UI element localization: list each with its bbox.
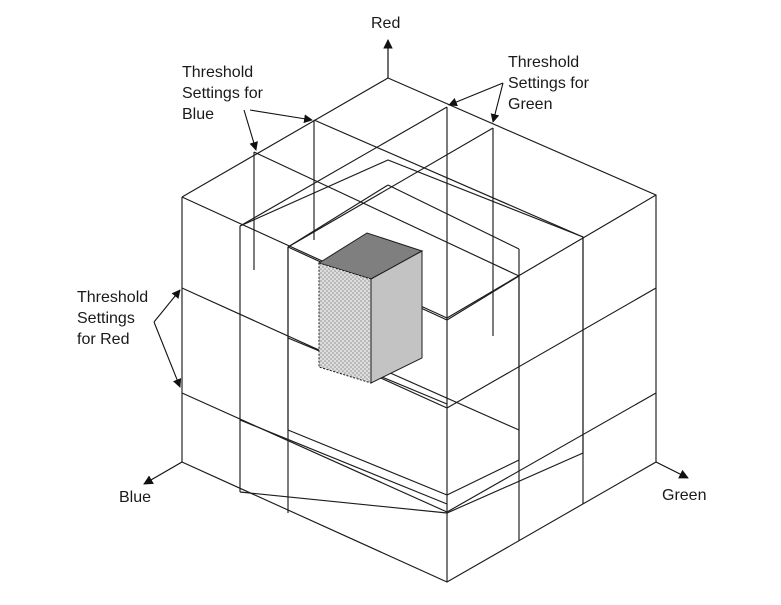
red-threshold-pointer-1 [153, 289, 181, 323]
blue-threshold-pointer-2 [249, 109, 313, 124]
green-threshold-annotation: Threshold Settings for Green [508, 52, 589, 115]
annotation-line: Threshold [77, 289, 149, 306]
red-threshold-annotation: Threshold Settings for Red [77, 287, 148, 350]
green-axis-label: Green [662, 487, 707, 504]
annotation-line: Settings for [508, 75, 589, 92]
annotation-line: Settings for [182, 85, 263, 102]
annotation-line: Settings [77, 310, 135, 327]
annotation-line: Blue [182, 106, 215, 123]
blue-axis-arrow [143, 461, 183, 485]
blue-threshold-annotation: Threshold Settings for Blue [182, 62, 263, 125]
green-threshold-pointer-2 [490, 82, 504, 123]
red-axis-label: Red [371, 15, 401, 32]
blue-axis-label: Blue [119, 489, 152, 506]
axis-arrows [143, 39, 689, 485]
annotation-line: Green [508, 96, 553, 113]
annotation-line: for Red [77, 331, 130, 348]
selected-color-region [317, 232, 424, 384]
blue-threshold-pointer-1 [243, 109, 258, 151]
red-threshold-pointer-2 [153, 321, 182, 388]
annotation-pointers [153, 82, 504, 388]
annotation-line: Threshold [508, 54, 580, 71]
annotation-line: Threshold [182, 64, 254, 81]
green-threshold-pointer-1 [448, 82, 504, 107]
green-axis-arrow [655, 461, 689, 479]
